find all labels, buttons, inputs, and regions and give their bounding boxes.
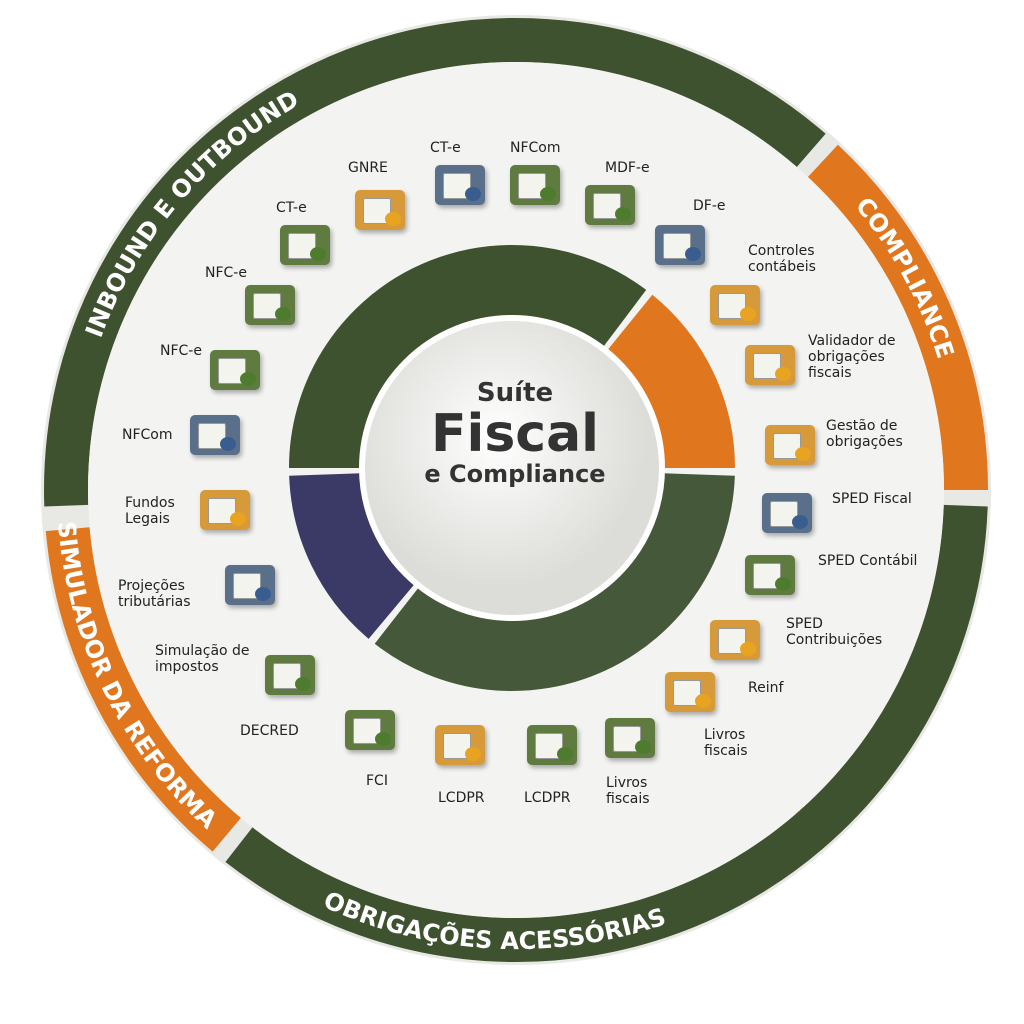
ring-segment-obrigacoes — [225, 504, 988, 962]
item-label: GNRE — [348, 160, 388, 176]
monitor-icon — [225, 565, 275, 605]
item-label: SPED Contábil — [818, 553, 918, 569]
document-icon — [245, 285, 295, 325]
item-label: Livros fiscais — [704, 727, 748, 760]
item-label: CT-e — [430, 140, 461, 156]
binders-icon — [745, 555, 795, 595]
item-label: FCI — [366, 773, 388, 789]
bank-icon — [200, 490, 250, 530]
item-label: Reinf — [748, 680, 784, 696]
document-icon — [210, 350, 260, 390]
item-label: NFCom — [510, 140, 561, 156]
bell-icon — [765, 425, 815, 465]
ring-segment-simulador — [45, 527, 241, 852]
ring-segment-compliance — [807, 144, 988, 491]
scale-icon — [710, 620, 760, 660]
item-label: Fundos Legais — [125, 495, 175, 528]
donut-segment-compliance — [606, 294, 735, 469]
invoice-icon — [280, 225, 330, 265]
item-label: CT-e — [276, 200, 307, 216]
phone-icon — [190, 415, 240, 455]
coin-icon — [665, 672, 715, 712]
donut-segment-inbound — [289, 245, 647, 469]
center-line2: Fiscal — [430, 404, 600, 464]
item-label: Gestão de obrigações — [826, 418, 903, 451]
item-label: Controles contábeis — [748, 243, 816, 276]
item-label: LCDPR — [524, 790, 571, 806]
ring-segment-inbound — [44, 18, 826, 507]
document-icon — [585, 185, 635, 225]
item-label: DECRED — [240, 723, 299, 739]
document-icon — [510, 165, 560, 205]
item-label: Validador de obrigações fiscais — [808, 333, 896, 382]
clipboard-icon — [710, 285, 760, 325]
truck-icon — [435, 165, 485, 205]
palm-coins-icon — [435, 725, 485, 765]
item-label: Simulação de impostos — [155, 643, 250, 676]
donut-segment-simulador — [289, 472, 416, 639]
folder-icon — [527, 725, 577, 765]
item-label: DF-e — [693, 198, 726, 214]
document-coins-icon — [265, 655, 315, 695]
item-label: Livros fiscais — [606, 775, 650, 808]
item-label: MDF-e — [605, 160, 650, 176]
shield-check-icon — [745, 345, 795, 385]
item-label: NFC-e — [160, 343, 202, 359]
item-label: NFCom — [122, 427, 173, 443]
donut-segment-obrigacoes — [374, 472, 735, 691]
books-icon — [605, 718, 655, 758]
center-line3: e Compliance — [424, 460, 606, 488]
cloud-document-icon — [655, 225, 705, 265]
center-line1: Suíte — [476, 378, 554, 408]
binders-icon — [762, 493, 812, 533]
center-title: Suíte Fiscal e Compliance — [370, 370, 660, 488]
item-label: LCDPR — [438, 790, 485, 806]
item-label: Projeções tributárias — [118, 578, 191, 611]
item-label: NFC-e — [205, 265, 247, 281]
truck-icon — [355, 190, 405, 230]
center-circle — [359, 315, 665, 621]
item-label: SPED Fiscal — [832, 491, 912, 507]
binder-icon — [345, 710, 395, 750]
item-label: SPED Contribuições — [786, 616, 883, 649]
